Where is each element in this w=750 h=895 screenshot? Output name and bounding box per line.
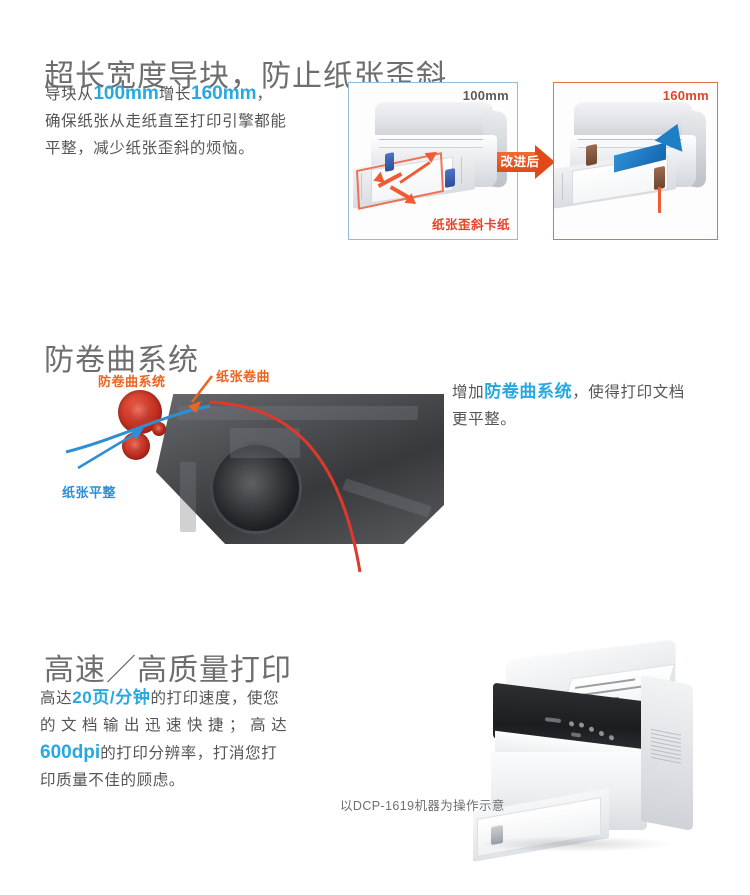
printer-top-cover xyxy=(574,101,692,141)
section-title-speed-quality: 高速／高质量打印 xyxy=(44,653,292,687)
figure-panel-after: 160mm xyxy=(553,82,718,240)
highlight-600dpi: 600dpi xyxy=(40,742,101,763)
flat-callout-arrowhead xyxy=(130,428,144,440)
mechanism-bar xyxy=(230,428,300,458)
anti-curl-roller-tiny xyxy=(152,422,166,436)
label-paper-curl: 纸张卷曲 xyxy=(216,369,271,384)
printer-feed-slot xyxy=(379,139,483,148)
printer-shadow xyxy=(475,836,675,852)
paragraph-text: 导块从 xyxy=(45,86,94,103)
arrow-bar xyxy=(497,152,537,172)
highlight-20ppm: 20页/分钟 xyxy=(72,688,151,707)
mechanism-bar xyxy=(178,406,418,420)
paragraph-text: ， xyxy=(256,86,273,103)
paper-path-diagram xyxy=(65,375,362,573)
paper-guide-blue-right xyxy=(445,167,455,189)
highlight-anti-curl-system: 防卷曲系统 xyxy=(484,382,573,401)
panel-caption-100mm: 100mm xyxy=(462,88,509,103)
section-paragraph-speed-quality: 高达20页/分钟的打印速度，使您 的 文 档 输 出 迅 速 快 捷 ； 高 达… xyxy=(40,684,330,794)
arrow-head xyxy=(535,145,555,179)
section-paragraph-anti-curl: 增加防卷曲系统，使得打印文档 更平整。 xyxy=(452,378,722,433)
arrow-label: 改进后 xyxy=(500,155,540,169)
guide-travel-arrow xyxy=(658,187,661,213)
figure-panel-before: 100mm 纸张歪斜卡纸 xyxy=(348,82,518,240)
figure-mfp-printer xyxy=(455,639,720,875)
paper-guide-blue-left xyxy=(385,152,394,172)
highlight-160mm: 160mm xyxy=(191,83,257,104)
printer-feed-slot xyxy=(578,139,682,148)
paragraph-text: 增长 xyxy=(158,86,192,103)
section-title-anti-curl: 防卷曲系统 xyxy=(44,343,199,377)
paragraph-text: 的打印速度，使您 xyxy=(150,690,280,707)
mechanism-bar xyxy=(180,462,196,532)
highlight-100mm: 100mm xyxy=(93,83,159,104)
paragraph-line-3: 平整，减少纸张歪斜的烦恼。 xyxy=(45,140,255,157)
paragraph-line-2: 的 文 档 输 出 迅 速 快 捷 ； 高 达 xyxy=(40,717,288,734)
section-paragraph-paper-guide: 导块从100mm增长160mm， 确保纸张从走纸直至打印引擎都能 平整，减少纸张… xyxy=(45,80,330,162)
printer-top-cover xyxy=(375,101,493,141)
ventilation-grille xyxy=(651,728,683,765)
mechanism-housing-xray xyxy=(156,394,444,544)
paragraph-line-4: 印质量不佳的顾虑。 xyxy=(40,772,185,789)
label-paper-flat: 纸张平整 xyxy=(62,485,117,500)
improvement-arrow: 改进后 xyxy=(497,145,555,179)
paper-guide-brown-left xyxy=(586,143,597,167)
curled-paper-path xyxy=(209,400,362,573)
paragraph-line-2: 确保纸张从走纸直至打印引擎都能 xyxy=(45,113,287,130)
curl-callout-arrowhead xyxy=(188,401,201,413)
panel-footnote-jam: 纸张歪斜卡纸 xyxy=(431,218,510,232)
label-anti-curl-system: 防卷曲系统 xyxy=(98,374,166,389)
flat-callout-line xyxy=(77,430,139,470)
paragraph-text: ，使得打印文档 xyxy=(572,384,685,401)
paragraph-text: 增加 xyxy=(452,384,485,401)
panel-caption-160mm: 160mm xyxy=(662,88,709,103)
curl-callout-line xyxy=(191,375,213,403)
paragraph-line-2: 更平整。 xyxy=(452,411,517,428)
figure-caption-mfp: 以DCP-1619机器为操作示意 xyxy=(340,799,505,813)
paragraph-text: 的打印分辨率，打消您打 xyxy=(100,745,278,762)
mechanism-drum xyxy=(210,442,302,534)
figure-anti-curl-mechanism: 防卷曲系统 纸张卷曲 纸张平整 xyxy=(60,369,450,587)
paragraph-text: 高达 xyxy=(40,690,73,707)
